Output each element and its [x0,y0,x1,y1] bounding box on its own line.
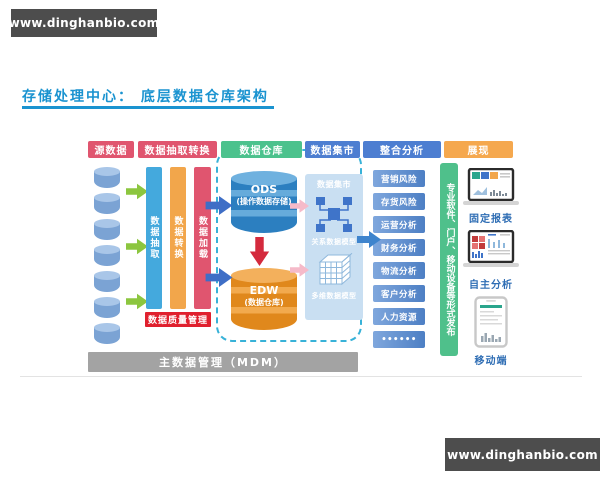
mdm-bar: 主数据管理（MDM） [88,352,358,372]
arrow-right-icon [126,238,148,255]
arrow-right-icon [205,196,233,215]
arrow-right-icon [357,231,381,248]
header-presentation: 展现 [444,141,513,158]
header-source-data: 源数据 [88,141,134,158]
analysis-item: 客户分析 [373,285,425,302]
analysis-item: 营销风险 [373,170,425,187]
edw-title: EDW [249,284,279,297]
analysis-item: 存货风险 [373,193,425,210]
analysis-item: 财务分析 [373,239,425,256]
divider-line [20,376,582,377]
self-analysis-label: 自主分析 [469,280,513,291]
laptop-analysis-icon [462,230,520,270]
edw-cylinder-icon: EDW (数据仓库) [231,268,297,330]
database-icon [94,219,120,240]
watermark-bottom-text: www.dinghanbio.com [447,447,598,462]
header-integrated-analysis: 整合分析 [363,141,441,158]
star-schema-icon [312,194,356,234]
header-data-mart: 数据集市 [305,141,360,158]
etl-bar-load: 数据加载 [194,167,211,309]
watermark-bottom: www.dinghanbio.com [445,438,600,471]
etl-bar-transform: 数据转换 [170,167,186,309]
arrow-right-icon [205,268,233,287]
ods-title: ODS [250,183,278,196]
analysis-item-more: •••••• [373,331,425,348]
watermark-top: www.dinghanbio.com [8,9,160,37]
arrow-right-icon [290,199,309,213]
analysis-item: 运营分析 [373,216,425,233]
publish-channel-bar: 专业软件、门户、移动设备等形式发布 [440,163,458,356]
analysis-item: 人力资源 [373,308,425,325]
relational-model-label: 关系数据模型 [311,238,357,246]
laptop-dashboard-icon [462,168,520,208]
phone-icon [474,296,508,348]
data-mart-box: 数据集市 关系数据模型 [305,174,363,320]
watermark-top-text: www.dinghanbio.com [8,16,160,30]
page-title: 存储处理中心： 底层数据仓库架构 [22,89,269,105]
multidim-model-label: 多维数据模型 [311,292,357,300]
database-icon [94,245,120,266]
header-data-warehouse: 数据仓库 [221,141,302,158]
fixed-report-label: 固定报表 [469,214,513,225]
database-icon [94,271,120,292]
arrow-right-icon [126,183,148,200]
title-underline [22,106,274,109]
cube-icon [315,250,353,288]
analysis-item: 物流分析 [373,262,425,279]
mobile-label: 移动端 [474,356,508,367]
data-quality-label: 数据质量管理 [145,312,211,327]
edw-subtitle: (数据仓库) [244,297,284,307]
etl-bar-extract: 数据抽取 [146,167,162,309]
arrow-right-icon [126,293,148,310]
database-icon [94,193,120,214]
database-icon [94,323,120,344]
ods-cylinder-icon: ODS (操作数据存储) [231,171,297,233]
arrow-down-icon [249,237,270,266]
ods-subtitle: (操作数据存储) [236,196,292,206]
arrow-right-icon [290,263,309,277]
database-icon [94,167,120,188]
database-icon [94,297,120,318]
data-mart-box-title: 数据集市 [317,180,351,189]
header-etl: 数据抽取转换 [138,141,217,158]
